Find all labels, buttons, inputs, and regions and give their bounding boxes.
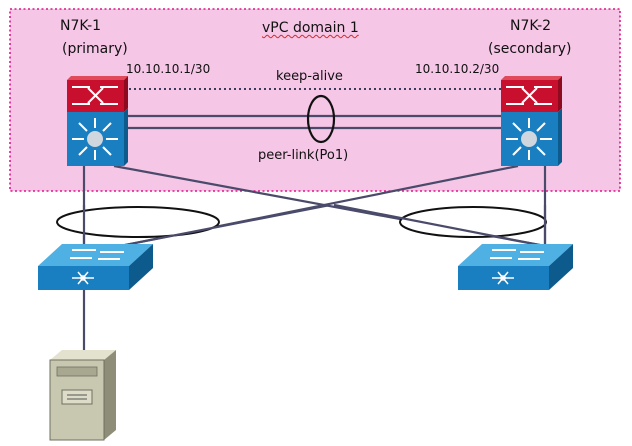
n7k-1-ip-label: 10.10.10.1/30 (126, 62, 211, 76)
n7k-2-name-label: N7K-2 (510, 18, 552, 34)
n7k-1-name-label: N7K-1 (60, 18, 102, 34)
n7k-2-ip-label: 10.10.10.2/30 (415, 62, 500, 76)
vpc-domain-label: vPC domain 1 (262, 20, 359, 36)
port-channel-ring-left (56, 206, 220, 238)
keep-alive-label: keep-alive (276, 69, 343, 84)
n7k-2-switch-icon[interactable] (501, 76, 562, 166)
access-switch-right-icon[interactable] (458, 244, 573, 290)
peer-link (124, 114, 501, 130)
n7k-1-role-label: (primary) (62, 41, 128, 57)
server-tower-icon[interactable] (49, 350, 116, 441)
n7k-2-role-label: (secondary) (488, 41, 572, 57)
port-channel-ring (306, 94, 336, 144)
access-switch-left-icon[interactable] (38, 244, 153, 290)
peer-link-label: peer-link(Po1) (258, 148, 349, 163)
n7k-1-switch-icon[interactable] (67, 76, 128, 166)
